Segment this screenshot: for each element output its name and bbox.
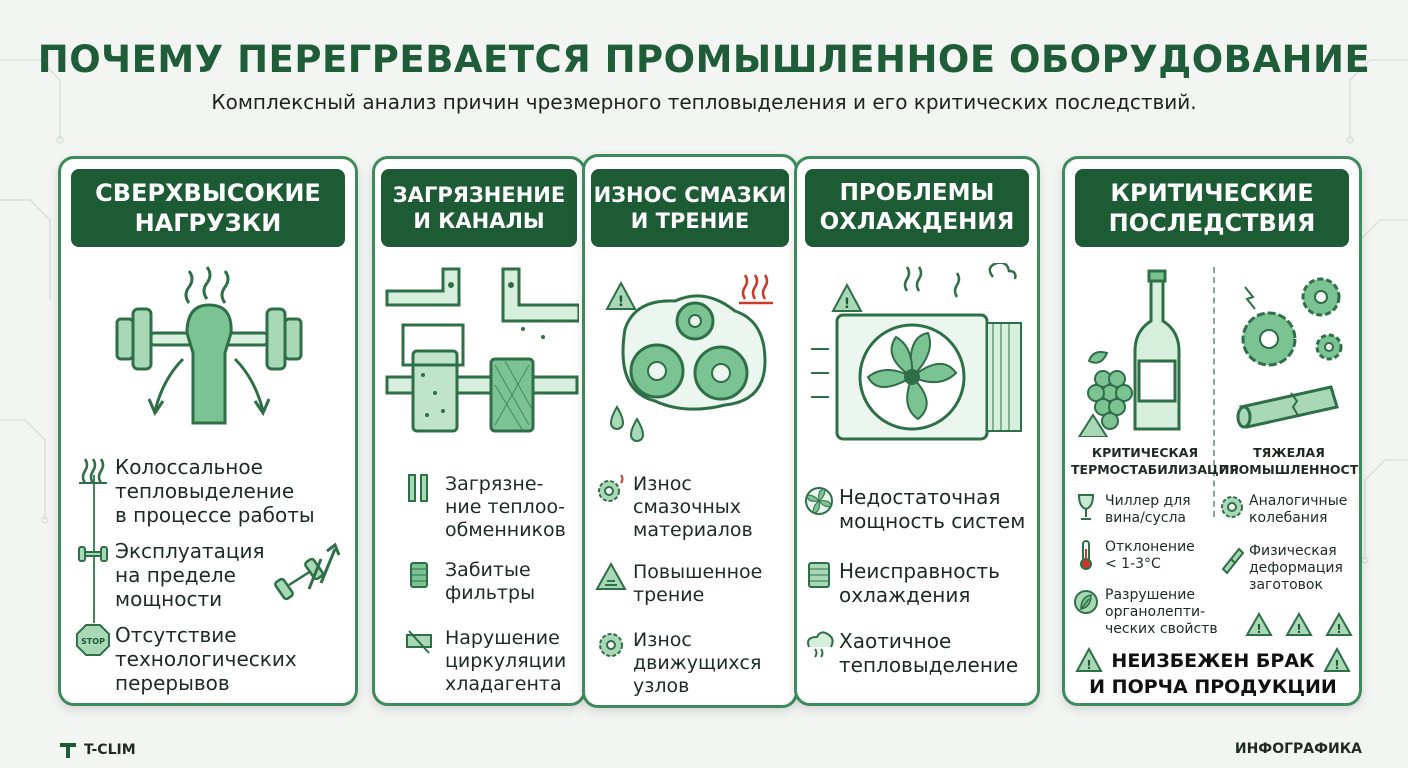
list-item: Нарушение циркуляции хладагента bbox=[405, 627, 566, 695]
svg-text:!: ! bbox=[1336, 622, 1341, 636]
panel-consequences: КРИТИЧЕСКИЕ ПОСЛЕДСТВИЯ КРИТИЧЕСКАЯ ТЕРМ… bbox=[1062, 156, 1362, 706]
item-text: Забитые фильтры bbox=[445, 559, 536, 604]
panel-overloads: СВЕРХВЫСОКИЕ НАГРУЗКИ Колоссальное тепло… bbox=[58, 156, 358, 706]
gear-icon bbox=[1221, 496, 1243, 518]
heat-exchanger-icon bbox=[408, 474, 428, 502]
panel-contamination: ЗАГРЯЗНЕНИЕ И КАНАЛЫ Загрязне- ние тепло… bbox=[372, 156, 586, 706]
t-clim-logo-icon bbox=[60, 743, 76, 758]
panel-header: ЗАГРЯЗНЕНИЕ И КАНАЛЫ bbox=[381, 169, 577, 247]
list-item: Разрушение органолепти- ческих свойств bbox=[1073, 587, 1218, 637]
item-text: Недостаточная мощность систем bbox=[839, 485, 1026, 533]
item-text: Разрушение органолепти- ческих свойств bbox=[1105, 587, 1218, 637]
filter-icon bbox=[410, 562, 428, 588]
list-item: Колоссальное тепловыделение в процессе р… bbox=[75, 455, 315, 527]
warning-icon: ! bbox=[1075, 647, 1103, 672]
list-item: Хаотичное тепловыделение bbox=[803, 629, 1018, 677]
heat-waves-icon bbox=[79, 458, 107, 484]
page-subtitle: Комплексный анализ причин чрезмерного те… bbox=[211, 90, 1197, 114]
svg-text:!: ! bbox=[618, 294, 624, 310]
panel-header: КРИТИЧЕСКИЕ ПОСЛЕДСТВИЯ bbox=[1075, 169, 1349, 247]
item-text: Загрязне- ние теплоо- обменников bbox=[445, 473, 566, 541]
gears-illustration: ! bbox=[605, 274, 773, 442]
item-text: Аналогичные колебания bbox=[1249, 493, 1348, 526]
dumbbell-arrow-icon bbox=[274, 542, 341, 601]
conclusion-text: НЕИЗБЕЖЕН БРАК И ПОРЧА ПРОДУКЦИИ bbox=[1089, 650, 1337, 698]
warning-friction-icon bbox=[595, 561, 627, 590]
item-text: Чиллер для вина/сусла bbox=[1105, 493, 1191, 526]
item-text: Повышенное трение bbox=[633, 561, 763, 606]
list-item: Физическая деформация заготовок bbox=[1219, 543, 1343, 593]
chaotic-heat-icon bbox=[807, 631, 834, 658]
item-text: Физическая деформация заготовок bbox=[1249, 543, 1343, 593]
fan-icon bbox=[805, 487, 833, 515]
broken-pipe-icon bbox=[1221, 547, 1245, 575]
leaf-icon bbox=[1074, 590, 1098, 614]
panel-header: ИЗНОС СМАЗКИ И ТРЕНИЕ bbox=[591, 169, 789, 247]
item-text: Эксплуатация на пределе мощности bbox=[115, 539, 265, 611]
list-item: Повышенное трение bbox=[595, 561, 762, 607]
list-item: Неисправность охлаждения bbox=[803, 559, 1000, 607]
list-item: Износ смазочных материалов bbox=[595, 473, 753, 541]
item-text: Износ смазочных материалов bbox=[633, 473, 753, 541]
item-text: Колоссальное тепловыделение в процессе р… bbox=[115, 455, 315, 527]
svg-text:!: ! bbox=[1334, 658, 1339, 672]
gears-pipe-illustration bbox=[1236, 277, 1343, 429]
wine-bottle-illustration bbox=[1077, 269, 1181, 437]
svg-text:!: ! bbox=[844, 296, 850, 312]
panel-header: ПРОБЛЕМЫ ОХЛАЖДЕНИЯ bbox=[805, 169, 1029, 247]
panel-lubrication: ИЗНОС СМАЗКИ И ТРЕНИЕ ! Износ смазочных … bbox=[582, 154, 798, 708]
dumbbell-icon bbox=[78, 546, 108, 562]
list-item: Загрязне- ние теплоо- обменников bbox=[405, 473, 566, 541]
item-text: Хаотичное тепловыделение bbox=[839, 629, 1019, 677]
list-item: Отклонение < 1-3°C bbox=[1073, 539, 1195, 573]
gear-heat-icon bbox=[598, 474, 624, 502]
list-item: Чиллер для вина/сусла bbox=[1073, 493, 1191, 527]
pipes-filters-illustration bbox=[385, 267, 579, 433]
warning-icon: ! bbox=[1323, 647, 1351, 672]
item-text: Отсутствие технологических перерывов bbox=[115, 623, 297, 695]
list-item: Недостаточная мощность систем bbox=[803, 485, 1025, 533]
svg-text:STOP: STOP bbox=[81, 637, 105, 646]
brand-logo: T-CLIM bbox=[58, 740, 136, 760]
footer-label: ИНФОГРАФИКА bbox=[1234, 741, 1362, 757]
thermometer-icon bbox=[1080, 540, 1092, 570]
item-text: Отклонение < 1-3°C bbox=[1105, 539, 1195, 572]
gear-wear-icon bbox=[599, 633, 623, 657]
warning-row-icon: !!! bbox=[1245, 611, 1353, 636]
item-text: Износ движущихся узлов bbox=[633, 629, 762, 697]
panel-header: СВЕРХВЫСОКИЕ НАГРУЗКИ bbox=[71, 169, 345, 247]
svg-text:!: ! bbox=[1256, 622, 1261, 636]
fan-radiator-illustration: ! bbox=[811, 263, 1022, 441]
svg-text:!: ! bbox=[1086, 658, 1091, 672]
stop-sign-icon: STOP bbox=[76, 624, 110, 656]
right-column-title: ТЯЖЕЛАЯ ПРОМЫШЛЕННОСТЬ bbox=[1219, 445, 1362, 477]
list-item: Забитые фильтры bbox=[405, 559, 535, 605]
dumbbell-hand-illustration bbox=[115, 266, 303, 425]
wine-glass-icon bbox=[1077, 494, 1095, 520]
brand-name: T-CLIM bbox=[84, 742, 136, 758]
item-text: Неисправность охлаждения bbox=[839, 559, 1000, 607]
blocked-pipe-icon bbox=[406, 630, 432, 654]
page-title: ПОЧЕМУ ПЕРЕГРЕВАЕТСЯ ПРОМЫШЛЕННОЕ ОБОРУД… bbox=[37, 38, 1371, 81]
radiator-icon bbox=[808, 562, 830, 588]
list-item: Аналогичные колебания bbox=[1219, 493, 1347, 527]
item-text: Нарушение циркуляции хладагента bbox=[445, 627, 567, 695]
svg-text:!: ! bbox=[1296, 622, 1301, 636]
left-column-title: КРИТИЧЕСКАЯ ТЕРМОСТАБИЛИЗАЦИЯ bbox=[1071, 445, 1239, 477]
list-item: Износ движущихся узлов bbox=[595, 629, 761, 697]
panel-cooling: ПРОБЛЕМЫ ОХЛАЖДЕНИЯ ! Недостаточная мощн… bbox=[794, 156, 1040, 706]
list-item: STOP Отсутствие технологических перерыво… bbox=[75, 623, 297, 695]
list-item: Эксплуатация на пределе мощности bbox=[75, 539, 265, 611]
